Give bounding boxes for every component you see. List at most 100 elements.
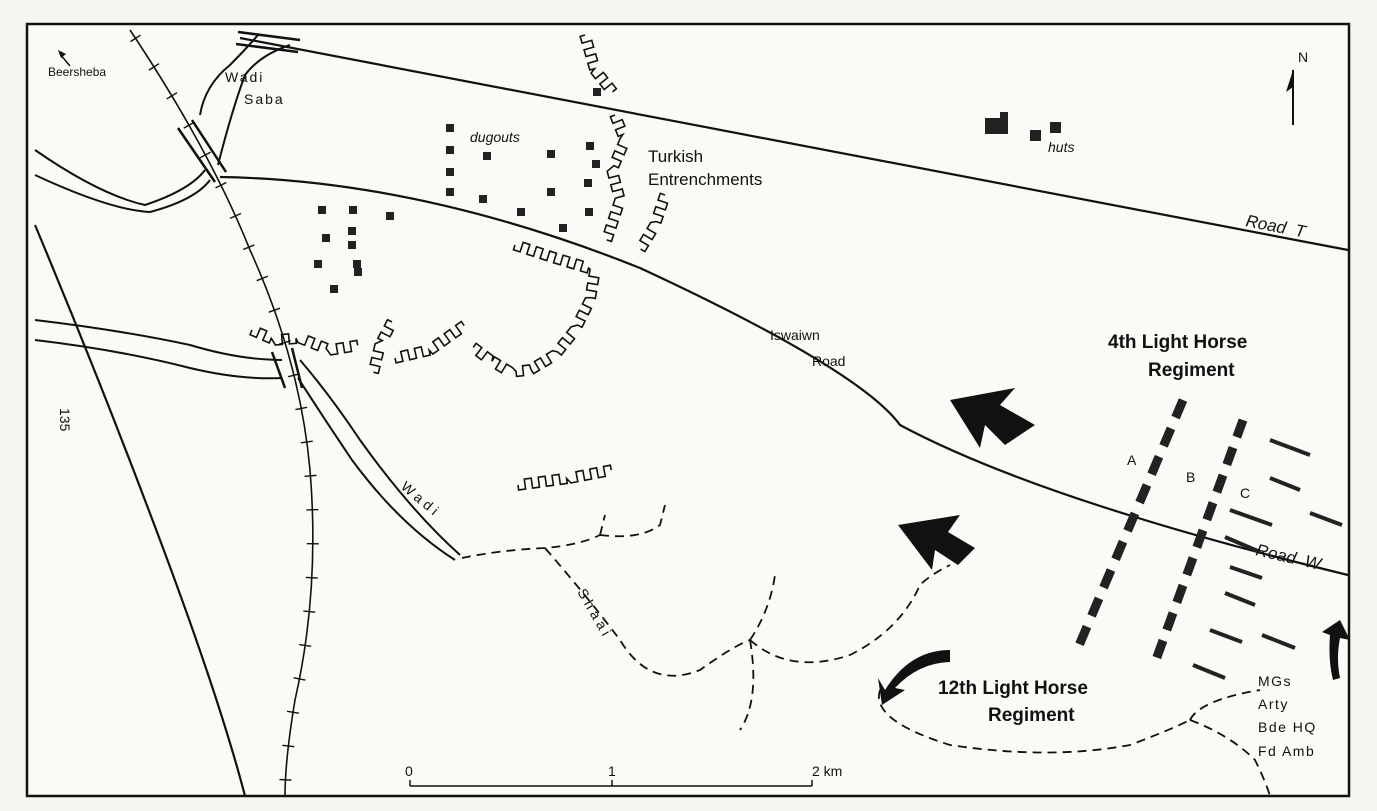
label-wave-a: A (1127, 452, 1137, 468)
western-road (33, 224, 247, 797)
scale-bar (409, 780, 813, 787)
label-turkish-1: Turkish (648, 147, 703, 166)
wave-dash (1171, 398, 1188, 420)
wave-dash (1222, 446, 1238, 467)
railway-tie (199, 151, 212, 159)
dugout (593, 88, 601, 96)
label-4th-lh-2: Regiment (1148, 360, 1235, 381)
wave-dash (1075, 624, 1092, 646)
dugout (483, 152, 491, 160)
railway-tie (215, 181, 227, 189)
dugout (446, 188, 454, 196)
dugout (353, 260, 361, 268)
dugout (547, 188, 555, 196)
bridges (176, 30, 304, 389)
dugout (446, 124, 454, 132)
railway (129, 29, 319, 797)
arrow-4th-lh (950, 388, 1035, 448)
dugout (386, 212, 394, 220)
north-arrow: N (1286, 49, 1308, 125)
dugout (348, 227, 356, 235)
trench-line (579, 34, 618, 93)
label-wadi-saba-1: Wadi (225, 69, 264, 85)
label-4th-lh-1: 4th Light Horse (1108, 332, 1247, 353)
wave-dash (1159, 426, 1176, 448)
dugout (354, 268, 362, 276)
wadi-shaai-dashed (461, 504, 1271, 797)
railway-tie (286, 710, 300, 714)
dugout (446, 168, 454, 176)
wave-dash (1172, 583, 1188, 604)
dugout (547, 150, 555, 158)
dugout (559, 224, 567, 232)
map-frame (25, 22, 1351, 798)
railway-tie (303, 610, 316, 613)
dugout (330, 285, 338, 293)
label-huts: huts (1048, 139, 1074, 155)
dugout (349, 206, 357, 214)
railway-tie (293, 677, 306, 681)
wadi-saba (34, 34, 291, 214)
arrow-support (1322, 620, 1350, 680)
dugout (592, 160, 600, 168)
railway-tie (166, 92, 178, 100)
scale-tick-0: 0 (405, 763, 413, 779)
dugout (318, 206, 326, 214)
dugout (585, 208, 593, 216)
wave-dash (1111, 539, 1128, 561)
wave-dash (1212, 473, 1228, 494)
railway-tie (279, 778, 292, 781)
wave-dash (1099, 568, 1116, 590)
wave-dash (1147, 454, 1164, 476)
scale-tick-1: 1 (608, 763, 616, 779)
label-height-135: 135 (57, 408, 73, 432)
railway-tie (295, 406, 308, 411)
north-label: N (1298, 49, 1308, 65)
wave-dash (1152, 638, 1168, 660)
railway-tie (256, 275, 269, 282)
railway-tie (243, 244, 255, 251)
label-iswaiwn-1: Iswaiwn (770, 327, 820, 343)
label-support-2: Bde HQ (1258, 719, 1317, 735)
railway-tie (148, 63, 160, 71)
wave-dash (1232, 418, 1248, 439)
railway-tie (282, 744, 295, 748)
wave-c (1192, 438, 1343, 680)
dugout (348, 241, 356, 249)
advance-arrows (878, 388, 1350, 705)
road-t (219, 36, 1349, 577)
wave-dash (1182, 556, 1198, 577)
dugout (446, 146, 454, 154)
trench-line (517, 464, 613, 491)
western-wadi (34, 319, 283, 380)
trench-line (638, 192, 669, 253)
dugouts (314, 88, 601, 293)
label-wave-b: B (1186, 469, 1195, 485)
label-support-0: MGs (1258, 673, 1292, 689)
dugout (479, 195, 487, 203)
trench-line (394, 320, 465, 364)
trench-line (603, 114, 628, 243)
trench-line (248, 327, 359, 356)
railway-tie (299, 643, 312, 647)
railway-tie (229, 212, 242, 220)
label-turkish-2: Entrenchments (648, 170, 762, 189)
huts (985, 112, 1061, 141)
dugout (586, 142, 594, 150)
railway-tie (268, 307, 281, 313)
wave-dash (1162, 611, 1178, 632)
wave-a (1075, 398, 1188, 646)
label-beersheba: Beersheba (48, 65, 106, 79)
wave-dash (1202, 501, 1218, 522)
wave-dash (1087, 596, 1104, 618)
trench-line (472, 241, 600, 378)
wave-b (1152, 418, 1248, 660)
dugout (584, 179, 592, 187)
beersheba-arrow (58, 50, 71, 67)
label-iswaiwn-2: Road (812, 353, 845, 369)
dugout (517, 208, 525, 216)
railway-tie (304, 474, 317, 477)
label-wadi-saba-2: Saba (244, 91, 285, 107)
wadi-shaai (297, 359, 461, 561)
arrow-12th-lh-north (898, 515, 975, 570)
